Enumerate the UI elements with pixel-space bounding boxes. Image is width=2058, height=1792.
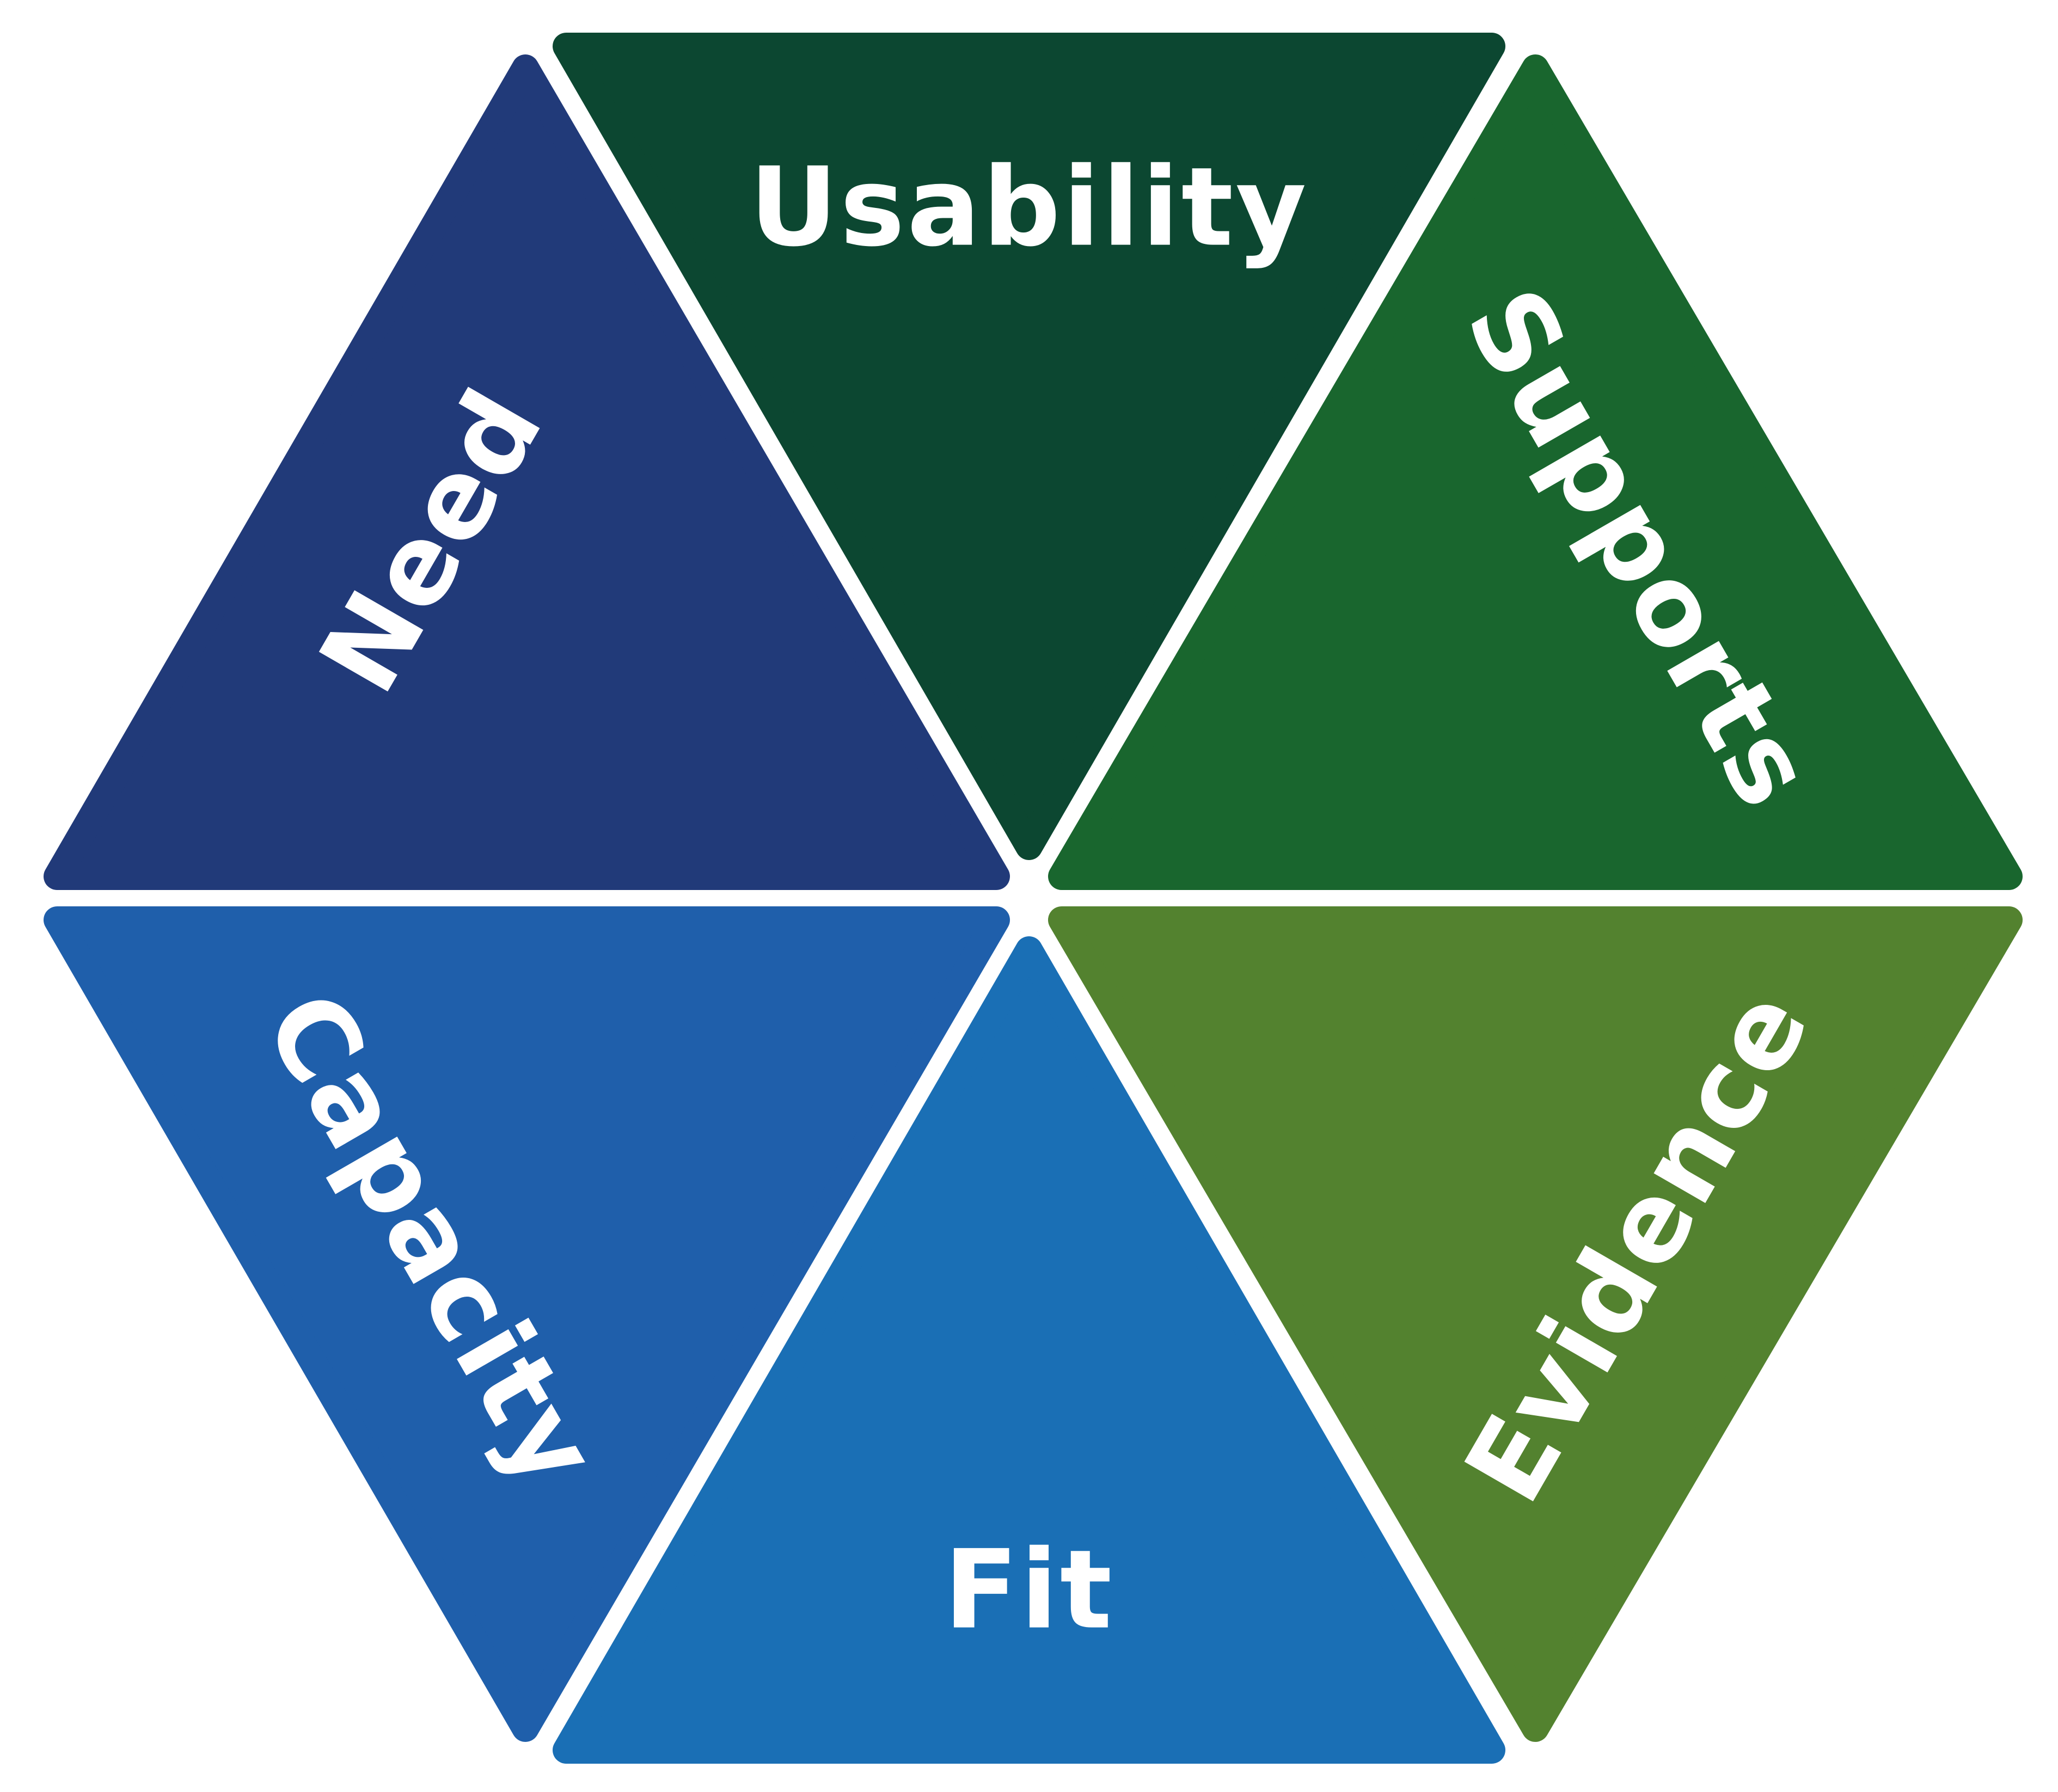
segment-usability: Usability: [553, 33, 1505, 860]
segment-usability-shape: [553, 33, 1505, 860]
segment-supports-shape: [1048, 54, 2023, 890]
segment-need: Need: [44, 54, 1010, 890]
segment-fit-label: Fit: [944, 1527, 1114, 1654]
segment-fit: Fit: [553, 936, 1505, 1764]
segment-fit-shape: [553, 936, 1505, 1764]
segment-capacity-shape: [44, 906, 1010, 1742]
segment-evidence-shape: [1048, 906, 2023, 1742]
segment-usability-label: Usability: [749, 144, 1308, 271]
segment-need-shape: [44, 54, 1010, 890]
segment-evidence: Evidence: [1048, 906, 2023, 1742]
